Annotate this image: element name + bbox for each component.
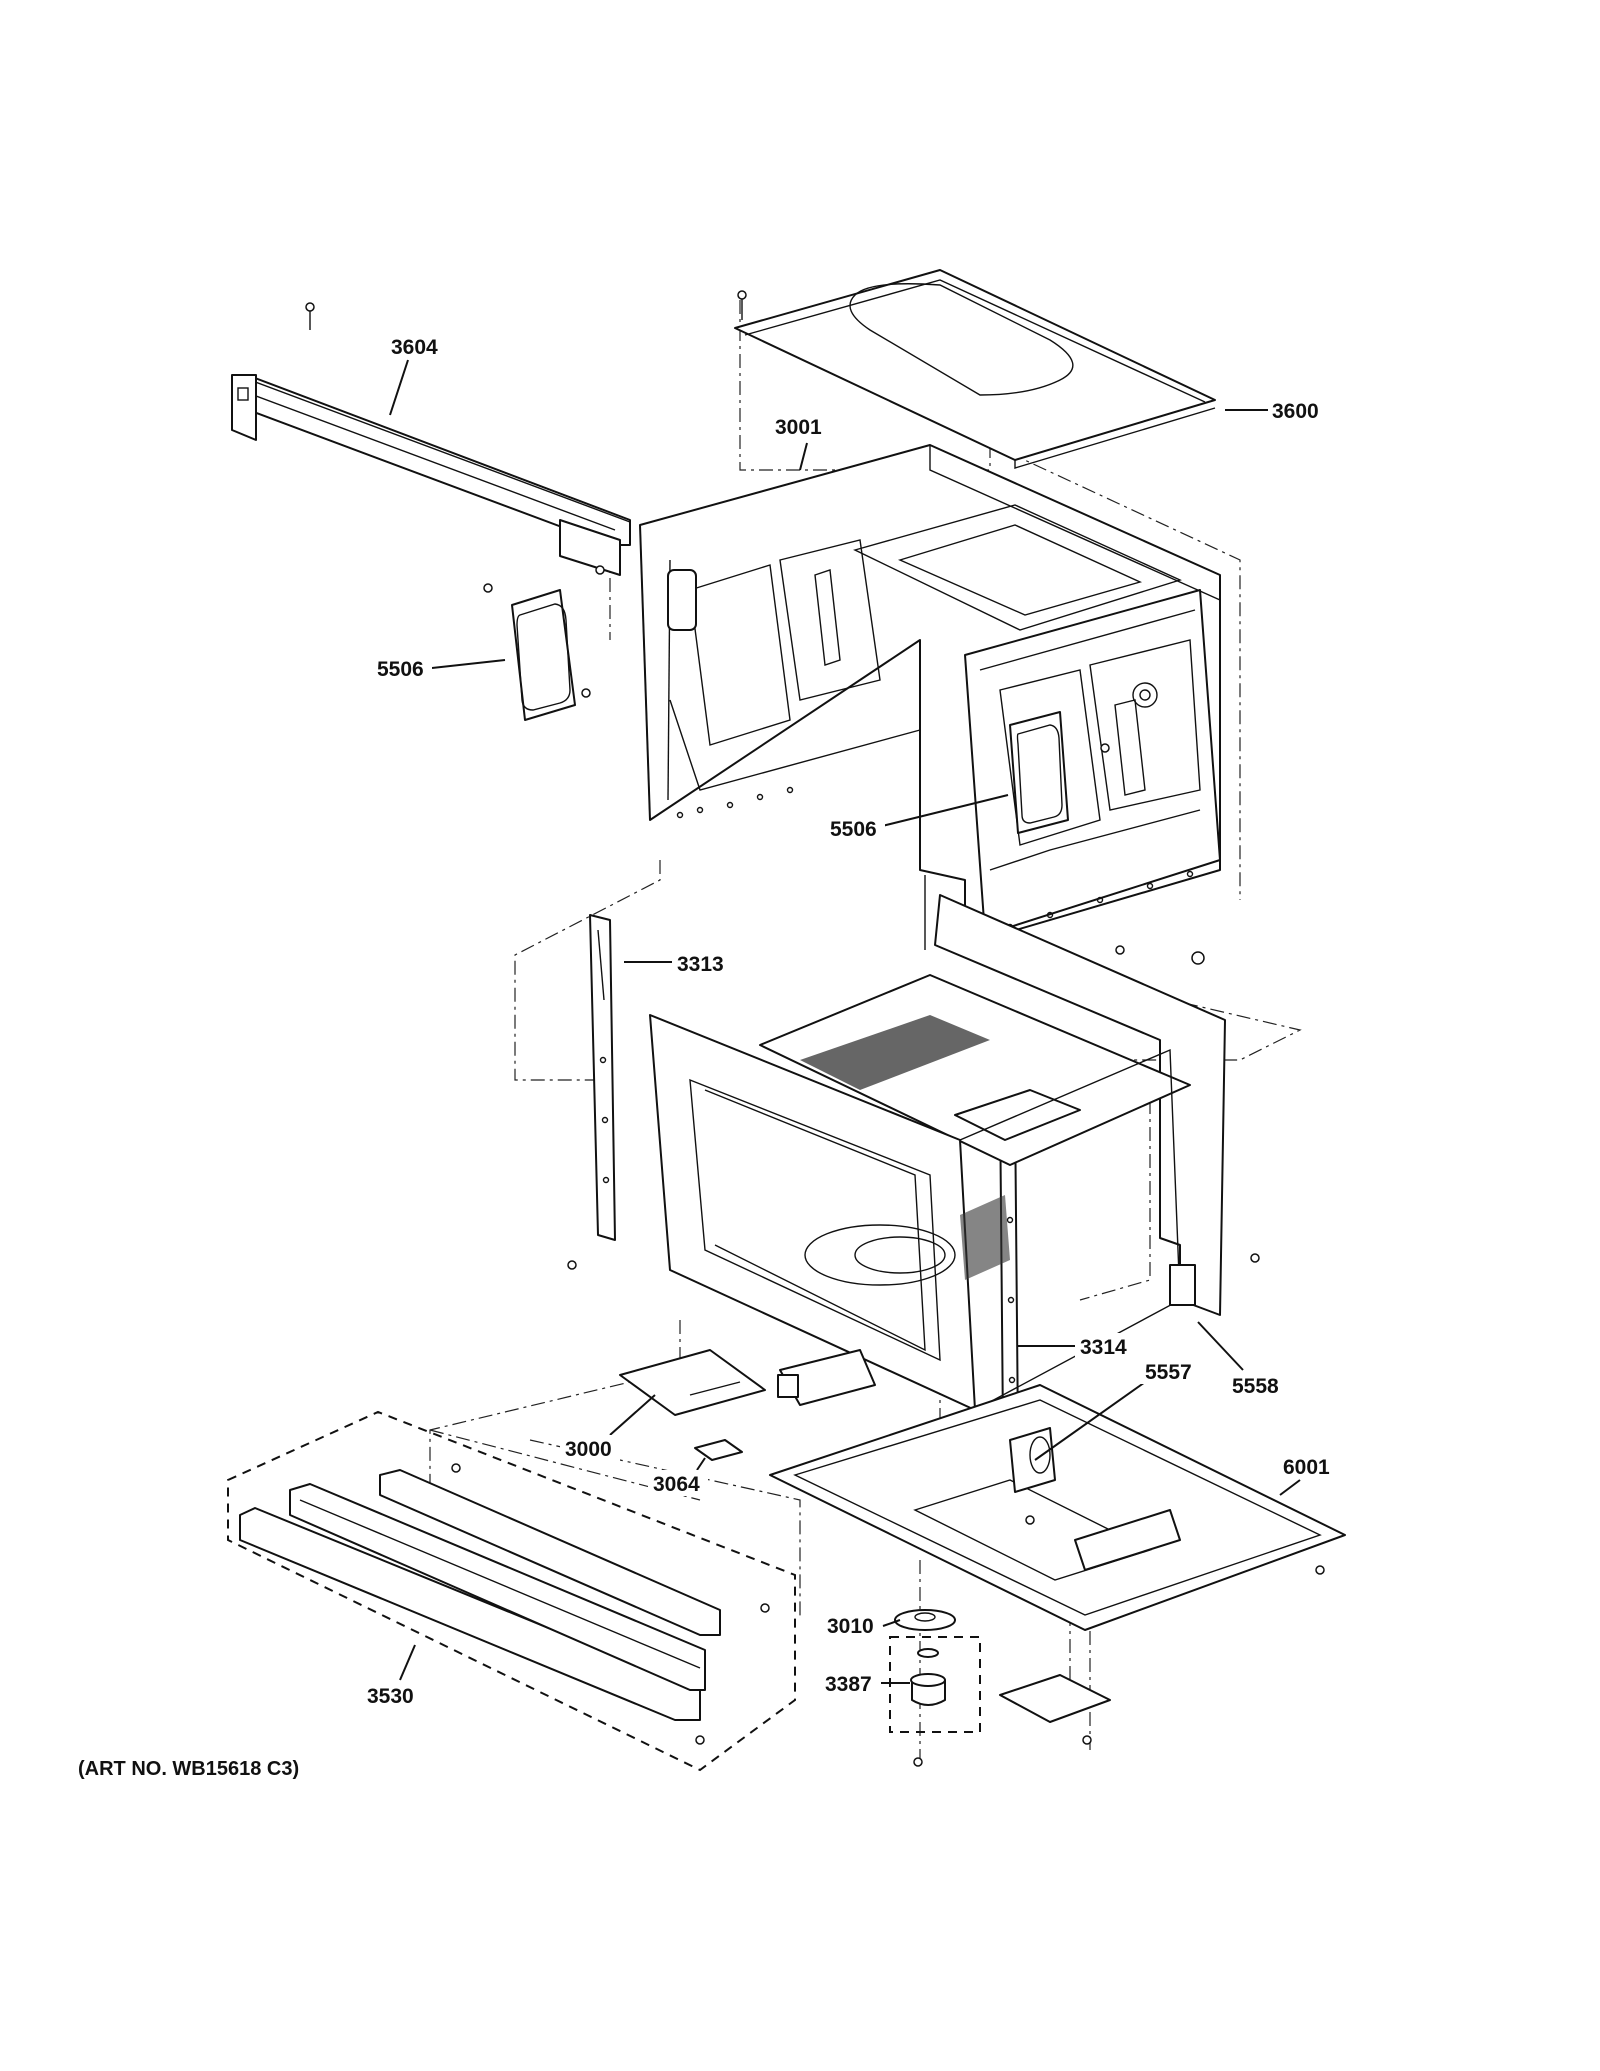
svg-text:3387: 3387 <box>825 1673 872 1696</box>
callout-5506-right: 5506 <box>825 815 885 841</box>
screw-icon <box>913 1757 923 1767</box>
screw-icon <box>1115 945 1125 955</box>
svg-text:3530: 3530 <box>367 1685 414 1708</box>
callout-3387: 3387 <box>820 1670 880 1696</box>
svg-text:3600: 3600 <box>1272 400 1319 423</box>
callout-3010: 3010 <box>822 1612 882 1638</box>
svg-text:3001: 3001 <box>775 416 822 439</box>
screw-icon <box>1025 1515 1035 1525</box>
gasket-5506-right <box>1009 711 1110 834</box>
svg-text:5506: 5506 <box>377 658 424 681</box>
screw-icon <box>451 1463 461 1473</box>
screw-icon <box>1100 743 1110 753</box>
base-pan-6001 <box>769 1384 1346 1631</box>
callouts: 3604 3600 3001 5506 5506 3313 3314 5557 <box>362 333 1338 1708</box>
screw-icon <box>737 290 747 300</box>
screw-icon <box>695 1735 705 1745</box>
callout-3314: 3314 <box>1075 1333 1135 1359</box>
trim-rail-3604 <box>231 302 631 576</box>
callout-3530: 3530 <box>362 1682 422 1708</box>
svg-text:5558: 5558 <box>1232 1375 1279 1398</box>
screw-icon <box>1191 951 1205 965</box>
svg-text:5506: 5506 <box>830 818 877 841</box>
access-cover <box>999 1674 1111 1745</box>
svg-text:6001: 6001 <box>1283 1456 1330 1479</box>
front-trim-group-3530 <box>227 1410 796 1772</box>
top-panel-3600 <box>734 269 1216 469</box>
outer-case-3001 <box>639 444 1221 946</box>
screw-icon <box>760 1603 770 1613</box>
screw-icon <box>595 565 605 575</box>
motor-group <box>889 1609 981 1767</box>
svg-text:3010: 3010 <box>827 1615 874 1638</box>
screw-icon <box>305 302 315 312</box>
callout-3313: 3313 <box>672 950 732 976</box>
screw-icon <box>581 688 591 698</box>
cover-3000 <box>619 1349 766 1416</box>
callout-6001: 6001 <box>1278 1453 1338 1479</box>
svg-text:3000: 3000 <box>565 1438 612 1461</box>
svg-text:5557: 5557 <box>1145 1361 1192 1384</box>
callout-3001: 3001 <box>770 413 830 439</box>
leader-lines <box>389 359 1301 1684</box>
callout-5506-left: 5506 <box>372 655 432 681</box>
gasket-5506-left <box>483 565 605 721</box>
callout-3600: 3600 <box>1268 397 1328 423</box>
svg-text:3064: 3064 <box>653 1473 700 1496</box>
screw-icon <box>1250 1253 1260 1263</box>
svg-text:3604: 3604 <box>391 336 438 359</box>
svg-text:3313: 3313 <box>677 953 724 976</box>
bracket-3313 <box>589 914 616 1241</box>
callout-3604: 3604 <box>386 333 446 359</box>
art-number: (ART NO. WB15618 C3) <box>78 1758 300 1780</box>
screw-icon <box>1315 1565 1325 1575</box>
callout-3000: 3000 <box>560 1435 620 1461</box>
hinge-bracket <box>777 1349 876 1406</box>
screw-icon <box>483 583 493 593</box>
callout-5558: 5558 <box>1227 1372 1287 1398</box>
pad-3064 <box>694 1439 743 1461</box>
screw-icon <box>567 1260 577 1270</box>
callout-3064: 3064 <box>648 1470 708 1496</box>
oven-cavity-assembly <box>567 875 1260 1411</box>
svg-text:3314: 3314 <box>1080 1336 1127 1359</box>
callout-5557: 5557 <box>1140 1358 1200 1384</box>
screw-icon <box>1082 1735 1092 1745</box>
